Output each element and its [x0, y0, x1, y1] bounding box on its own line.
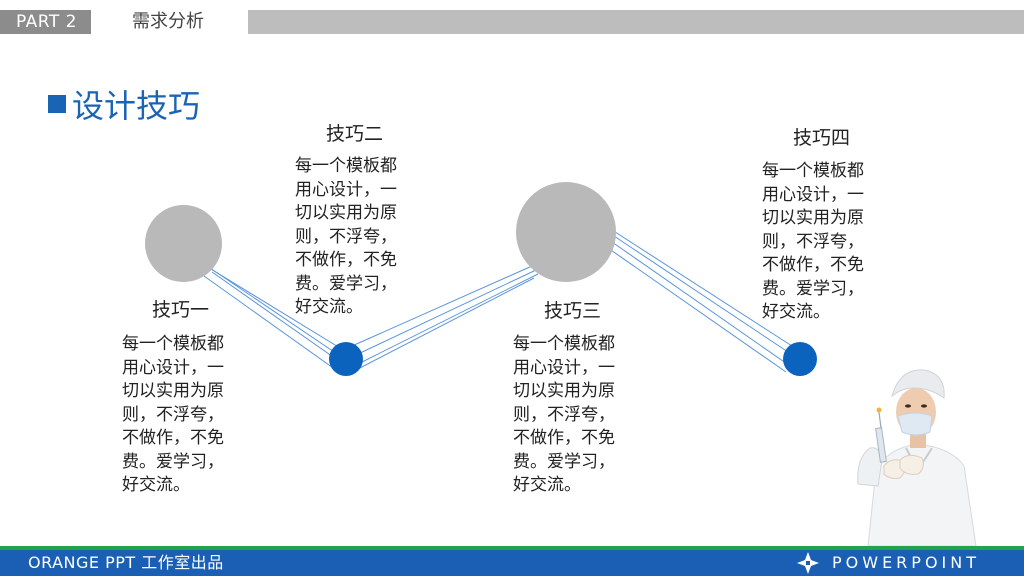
footer-brand: POWERPOINT [832, 553, 980, 572]
tip-3-body: 每一个模板都 用心设计，一 切以实用为原 则，不浮夸， 不做作，不免 费。爱学习… [513, 334, 615, 495]
footer-bar [0, 550, 1024, 576]
nurse-illustration [857, 369, 977, 546]
tip-2-title: 技巧二 [326, 123, 384, 145]
square-icon [48, 95, 66, 113]
tip-1-body: 每一个模板都 用心设计，一 切以实用为原 则，不浮夸， 不做作，不免 费。爱学习… [122, 334, 224, 495]
blue-dot-tip-2 [329, 342, 363, 376]
footer-accent-line [0, 546, 1024, 550]
gray-circle-tip-3 [516, 182, 616, 282]
tip-2-body: 每一个模板都 用心设计，一 切以实用为原 则，不浮夸， 不做作，不免 费。爱学习… [295, 156, 397, 317]
slide-title: 设计技巧 [72, 87, 201, 125]
part-badge: PART 2 [0, 10, 91, 34]
tip-3-title: 技巧三 [544, 300, 602, 322]
header-bar [248, 10, 1024, 34]
blue-dot-tip-4 [783, 342, 817, 376]
tip-4-body: 每一个模板都 用心设计，一 切以实用为原 则，不浮夸， 不做作，不免 费。爱学习… [762, 161, 864, 322]
section-title: 需求分析 [132, 11, 204, 32]
footer-credit: ORANGE PPT 工作室出品 [28, 553, 224, 572]
diamond-cross-icon [797, 552, 819, 574]
gray-circle-tip-1 [145, 205, 222, 282]
tip-4-title: 技巧四 [793, 127, 851, 149]
tip-1-title: 技巧一 [152, 299, 210, 321]
